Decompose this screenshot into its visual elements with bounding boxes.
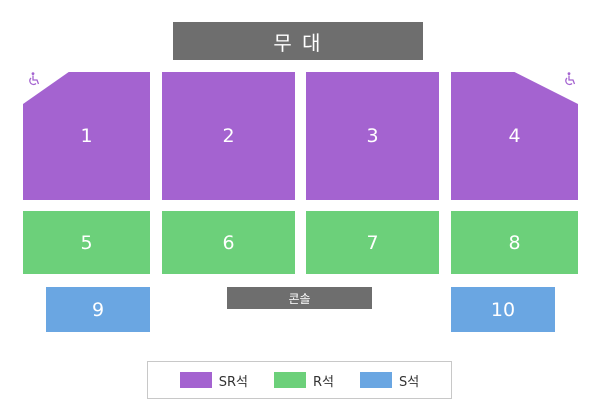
legend-label: SR석 (218, 374, 249, 390)
section-4[interactable]: 4 (451, 72, 578, 200)
console-label: 콘솔 (288, 291, 311, 306)
section-number: 6 (222, 231, 235, 254)
section-5[interactable]: 5 (23, 211, 150, 274)
section-number: 8 (508, 231, 521, 254)
section-1[interactable]: 1 (23, 72, 150, 200)
section-number: 5 (80, 231, 93, 254)
legend-swatch (179, 372, 212, 388)
section-number: 2 (222, 125, 235, 147)
legend-label: S석 (399, 374, 420, 390)
wheelchair-icon (565, 72, 576, 86)
section-10[interactable]: 10 (451, 287, 555, 332)
section-number: 3 (366, 125, 379, 147)
legend-swatch (360, 372, 393, 388)
section-8[interactable]: 8 (451, 211, 578, 274)
section-number: 4 (508, 125, 521, 147)
legend-item-r: R석 (274, 371, 334, 390)
legend-item-sr: SR석 (179, 371, 249, 390)
section-number: 10 (490, 298, 516, 321)
section-7[interactable]: 7 (306, 211, 439, 274)
stage-label: 무 대 (273, 30, 323, 55)
legend-item-s: S석 (360, 371, 419, 390)
console: 콘솔 (227, 287, 372, 309)
section-number: 1 (80, 125, 93, 147)
legend-swatch (274, 372, 307, 388)
wheelchair-icon (29, 72, 40, 86)
section-9[interactable]: 9 (46, 287, 150, 332)
section-number: 9 (91, 298, 105, 321)
section-3[interactable]: 3 (306, 72, 439, 200)
legend-label: R석 (313, 374, 335, 390)
section-number: 7 (366, 231, 379, 254)
stage: 무 대 (173, 22, 423, 60)
legend: SR석 R석 S석 (147, 361, 452, 399)
section-6[interactable]: 6 (162, 211, 295, 274)
section-2[interactable]: 2 (162, 72, 295, 200)
